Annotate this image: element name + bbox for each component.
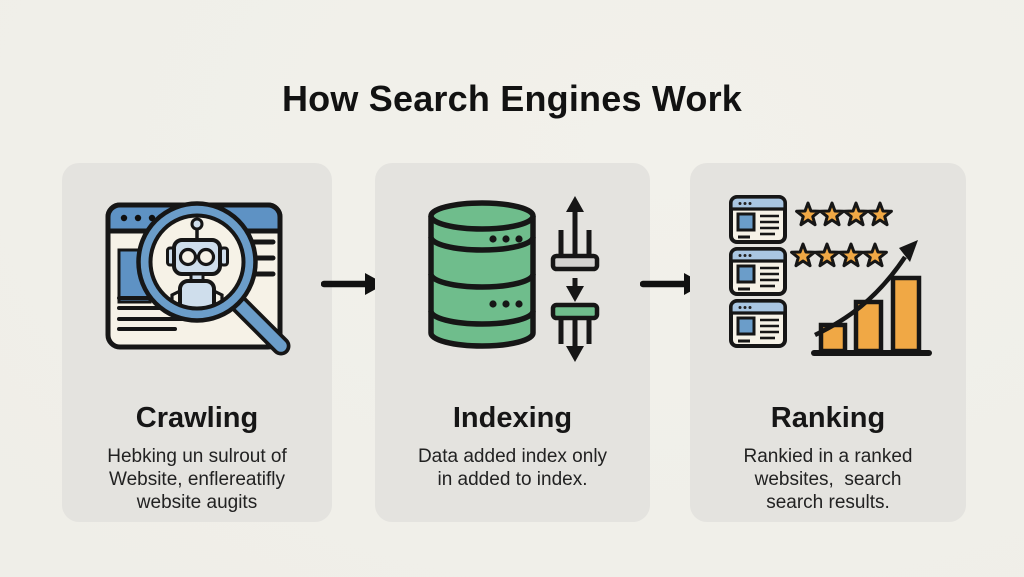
crawling-icon-area <box>62 191 332 371</box>
step-description-line: search results. <box>766 492 890 513</box>
webpage-card <box>728 195 787 244</box>
step-description-ranking: Rankied in a ranked websites, search sea… <box>690 445 966 514</box>
star-rating-row <box>789 242 888 268</box>
upload-icon <box>550 195 599 271</box>
step-heading-ranking: Ranking <box>770 402 886 434</box>
step-description-line: Website, enflereatifly <box>108 469 285 490</box>
page-title: How Search Engines Work <box>281 78 743 119</box>
step-description-line: in added to index. <box>437 469 588 490</box>
robot-magnifier-browser-icon <box>105 201 290 356</box>
trend-arrow <box>813 255 907 338</box>
indexing-icon-area <box>375 191 650 371</box>
step-heading-indexing: Indexing <box>452 402 573 434</box>
ranking-icon-area <box>690 191 966 371</box>
step-description-line: website augits <box>136 492 258 513</box>
ranked-pages-stars-chart-icon <box>728 195 932 356</box>
webpage-card <box>728 247 787 296</box>
step-description-line: Data added index only <box>417 446 608 467</box>
step-heading-crawling: Crawling <box>135 402 259 434</box>
download-icon <box>550 277 599 362</box>
magnifier-icon <box>135 201 290 356</box>
webpage-card <box>728 299 787 348</box>
database-transfer-icon <box>427 195 599 362</box>
star-rating-row <box>794 201 893 227</box>
database-cylinder-icon <box>427 199 536 349</box>
growth-chart-icon <box>810 240 932 356</box>
step-description-indexing: Data added index only in added to index. <box>375 445 650 491</box>
step-description-line: Rankied in a ranked <box>743 446 913 467</box>
step-panel-indexing: Indexing Data added index only in added … <box>375 163 650 522</box>
step-description-line: Hebking un sulrout of <box>107 446 287 467</box>
step-description-crawling: Hebking un sulrout of Website, enflereat… <box>62 445 332 514</box>
step-panel-crawling: Crawling Hebking un sulrout of Website, … <box>62 163 332 522</box>
step-description-line: websites, search <box>754 469 902 490</box>
step-panel-ranking: Ranking Rankied in a ranked websites, se… <box>690 163 966 522</box>
